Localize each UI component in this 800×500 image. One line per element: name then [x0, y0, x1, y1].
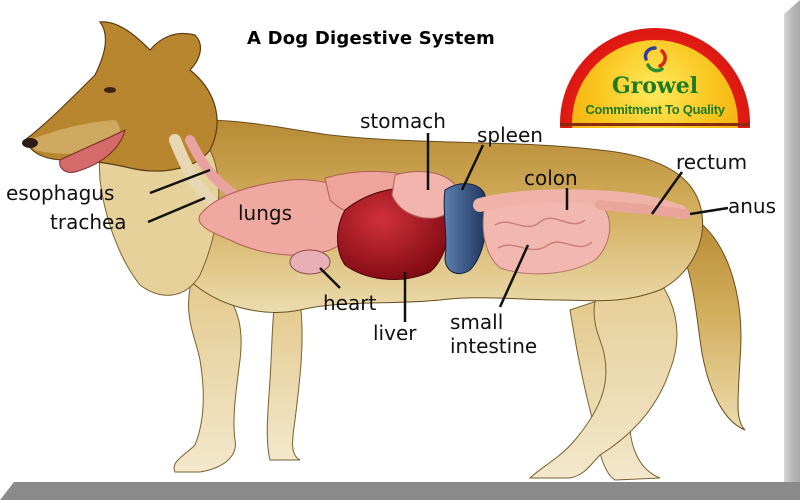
label-spleen: spleen — [477, 123, 543, 147]
frame-right-edge — [784, 0, 800, 500]
trachea-tube — [169, 134, 221, 211]
label-small-intestine-line1: small — [450, 310, 504, 334]
logo-brand-name: Growel — [611, 73, 699, 99]
dog-tongue — [59, 129, 126, 173]
label-heart: heart — [323, 291, 377, 315]
label-esophagus: esophagus — [6, 181, 115, 205]
dog-tail — [671, 214, 746, 431]
growel-logo: Growel Commitment To Quality — [560, 28, 750, 128]
logo-base — [560, 123, 750, 126]
label-stomach: stomach — [360, 109, 446, 133]
label-rectum: rectum — [676, 150, 748, 174]
label-colon: colon — [524, 166, 578, 190]
frame-bottom-edge — [0, 482, 800, 500]
diagram-title: A Dog Digestive System — [247, 28, 495, 49]
swirl-icon — [643, 46, 667, 73]
label-trachea: trachea — [50, 210, 127, 234]
intestine-loops — [494, 217, 593, 251]
label-liver: liver — [373, 321, 417, 345]
dog-nose — [22, 138, 38, 148]
esophagus-tube — [185, 135, 240, 200]
label-anus: anus — [728, 194, 777, 218]
leader-lines — [147, 133, 729, 322]
small-intestine-organ — [482, 197, 611, 275]
dog-hind-leg-near — [528, 249, 678, 479]
label-small-intestine-line2: intestine — [450, 334, 538, 358]
label-lungs: lungs — [238, 201, 293, 225]
dog-front-leg-near — [173, 269, 242, 473]
dog-front-leg-far — [266, 299, 303, 461]
dog-eye — [104, 87, 116, 93]
rectum-organ — [595, 200, 690, 219]
logo-tagline: Commitment To Quality — [585, 102, 725, 117]
